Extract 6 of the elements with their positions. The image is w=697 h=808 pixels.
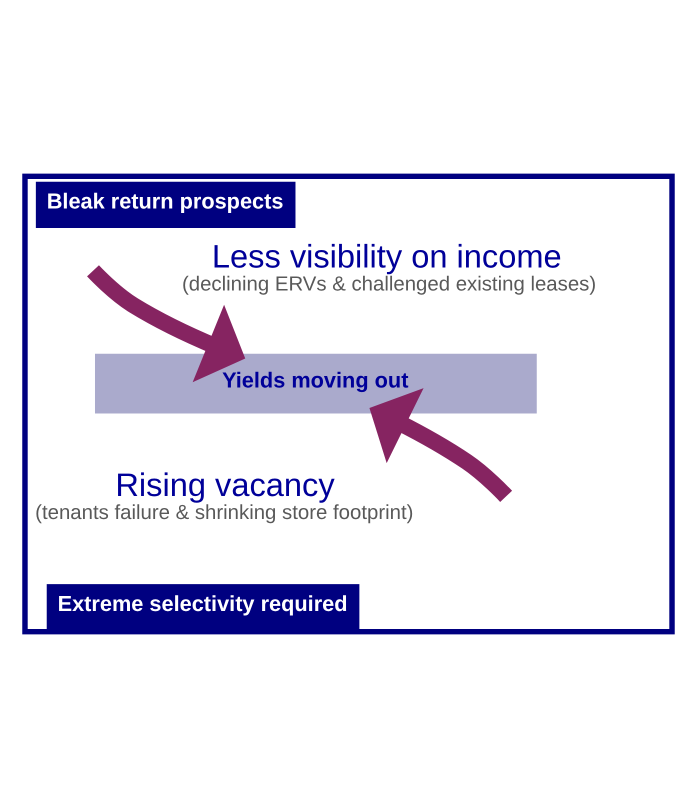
arrow [369, 388, 512, 502]
node-box: Extreme selectivity required [46, 584, 360, 630]
node-box: Yields moving out [94, 354, 537, 414]
arrow [87, 265, 246, 382]
node-text: Rising vacancy (tenants failure & shrinking store footprint) [35, 466, 414, 524]
node-text: Less visibility on income (declining ERVs & challenged existing leases) [182, 238, 596, 296]
